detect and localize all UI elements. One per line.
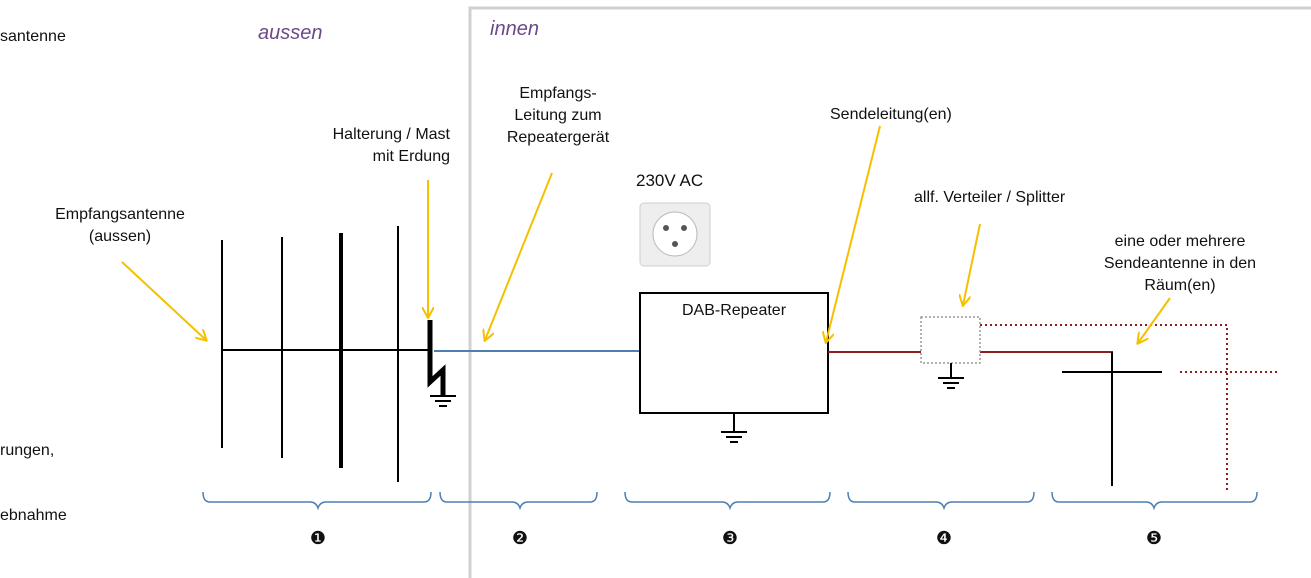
send-cable-label: Sendeleitung(en) [830,106,952,123]
section-braces [202,491,1258,511]
arrow-splitter [963,223,981,305]
power-socket-icon [639,202,711,267]
arrow-send-cable [826,125,881,342]
receive-cable-label-line2: Leitung zum [514,107,602,124]
send-antenna-label-line2: Sendeantenne in den [1103,255,1257,272]
receive-antenna-label-line2: (aussen) [88,228,152,245]
receive-cable-label: Empfangs- Leitung zum Repeatergerät [488,83,628,149]
annotation-arrows [121,125,1171,343]
arrow-send-antenna [1138,297,1171,343]
repeater-ground-icon [721,413,747,443]
brace-1 [202,491,432,511]
section-number-5: ❺ [1145,528,1163,548]
mast-ground-icon [427,320,456,407]
mast-label: Halterung / Mast mit Erdung [270,124,450,168]
arrow-receive-antenna [121,261,206,340]
send-cable-antenna-2 [980,324,1228,490]
send-cable-antenna-1 [980,351,1113,362]
receive-antenna-label: Empfangsantenne (aussen) [20,204,220,248]
zone-outside-label: aussen [258,22,323,44]
send-antenna-label: eine oder mehrere Sendeantenne in den Rä… [1070,231,1290,297]
arrow-receive-cable [485,172,553,340]
receive-cable-label-line1: Empfangs- [519,85,597,102]
zone-inside-label: innen [490,18,539,40]
left-cut-text-1: santenne [0,28,66,45]
brace-5 [1051,491,1258,511]
splitter-label: allf. Verteiler / Splitter [914,189,1066,206]
section-number-4: ❹ [935,528,953,548]
left-cut-text-3: ebnahme [0,507,67,524]
inside-zone-border [468,6,1311,578]
mast-label-line1: Halterung / Mast [332,126,450,143]
repeater-label: DAB-Repeater [681,302,787,319]
left-cut-text-2: rungen, [0,442,55,459]
mast-label-line2: mit Erdung [372,148,450,165]
power-label: 230V AC [636,171,704,190]
section-number-3: ❸ [721,528,739,548]
receive-cable-label-line3: Repeatergerät [506,129,610,146]
send-antenna-icon [1062,352,1162,486]
brace-2 [439,491,598,511]
section-number-1: ❶ [309,528,327,548]
brace-3 [624,491,831,511]
section-number-2: ❷ [511,528,529,548]
receive-antenna-label-line1: Empfangsantenne [55,206,185,223]
splitter-box [920,316,981,364]
brace-4 [847,491,1035,511]
send-antenna-label-line1: eine oder mehrere [1114,233,1246,250]
splitter-ground-icon [938,363,964,389]
receive-antenna-icon [221,226,432,482]
send-antenna-label-line3: Räum(en) [1144,277,1216,294]
